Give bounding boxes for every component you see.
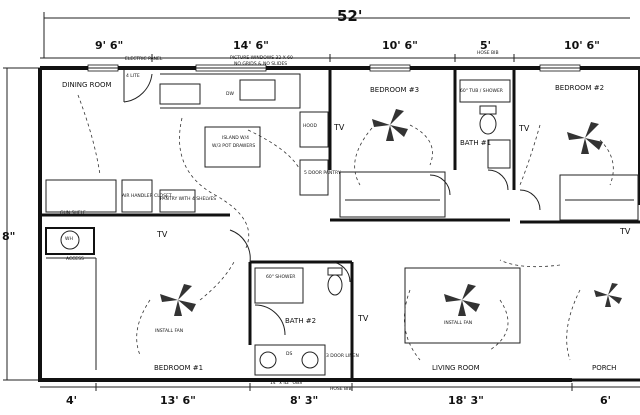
pot-drawers-note: W/3 POT DRAWERS [212,144,256,149]
top-windows [87,64,581,72]
hose-bib-bottom-label: HOSE BIB [330,387,352,392]
tv-label: TV [334,123,345,132]
shower-label: 60" SHOWER [266,275,296,280]
lite-note: 4 LITE [126,74,140,79]
top-dimension: 10' 6" [564,39,600,52]
ds-label: DS [286,352,293,357]
tv-label: TV [157,230,168,239]
living-room-rug [404,267,521,344]
water-heater-label: WH [65,237,73,242]
top-dimension: 5' [480,39,492,52]
install-fan-label: INSTALL FAN [444,321,473,326]
overall-dimension-line [43,12,630,58]
bottom-dimension: 18' 3" [448,394,484,407]
ceiling-fan-bedroom2 [567,122,603,154]
picture-windows-note: PICTURE WINDOWS 32 X 60 [230,56,293,61]
bottom-dimension-line [40,383,640,391]
room-label-bedroom3: BEDROOM #3 [370,86,420,94]
bottom-dimension: 4' [66,394,78,407]
left-dimension: 8" [2,230,16,243]
tv-label: TV [358,314,369,323]
pantry-label: 5 DOOR PANTRY [304,171,341,176]
bottom-dimension: 13' 6" [160,394,196,407]
bottom-dimension: 6' [600,394,612,407]
top-dimension-line [40,54,640,62]
gun-shelf-label: GUN SHELF [60,211,86,216]
ceiling-fan-porch [594,283,622,307]
air-handler-label: AIR HANDLER CLOSET [122,194,172,199]
interior-doors [229,169,541,336]
access-label: ACCESS [66,257,84,262]
room-label-porch: PORCH [592,364,617,372]
ceiling-fan-bedroom1 [160,284,196,316]
interior-walls [40,68,640,380]
hood-label: HOOD [303,124,317,129]
tub-shower-label: 60" TUB / SHOWER [460,89,503,94]
dishwasher-label: DW [226,92,234,97]
exterior-walls [38,66,640,382]
kitchen-island [204,126,261,168]
tv-label: TV [519,124,530,133]
overall-width-dimension: 52' [337,7,363,25]
island-note: ISLAND W/4 [222,136,249,141]
obs-window-label: 14" x 42" OBS [270,381,302,386]
room-label-living: LIVING ROOM [432,364,480,372]
tv-label: TV [620,227,631,236]
pantry-shelves-label: PANTRY WITH 4 SHELVES [160,197,217,202]
room-label-dining: DINING ROOM [62,81,112,89]
ceiling-fan-bedroom3 [372,109,408,141]
ceiling-fan-living [444,284,480,316]
bath2-fixtures [60,230,343,369]
room-label-bedroom2: BEDROOM #2 [555,84,605,92]
no-grids-note: NO GRIDS & NO SLIDES [234,62,288,67]
room-label-bath2: BATH #2 [285,317,317,325]
bottom-dimension: 8' 3" [290,394,319,407]
room-label-bath1: BATH #1 [460,139,492,147]
front-door [123,70,153,103]
room-label-bedroom1: BEDROOM #1 [154,364,204,372]
install-fan-label: INSTALL FAN [155,329,184,334]
linen-label: 3 DOOR LINEN [326,354,359,359]
switch-wiring [77,94,614,361]
top-dimension: 9' 6" [95,39,124,52]
hose-bib-top-label: HOSE BIB [477,51,499,56]
electric-panel-note: ELECTRIC PANEL [125,57,163,62]
top-dimension: 10' 6" [382,39,418,52]
top-dimension: 14' 6" [233,39,269,52]
